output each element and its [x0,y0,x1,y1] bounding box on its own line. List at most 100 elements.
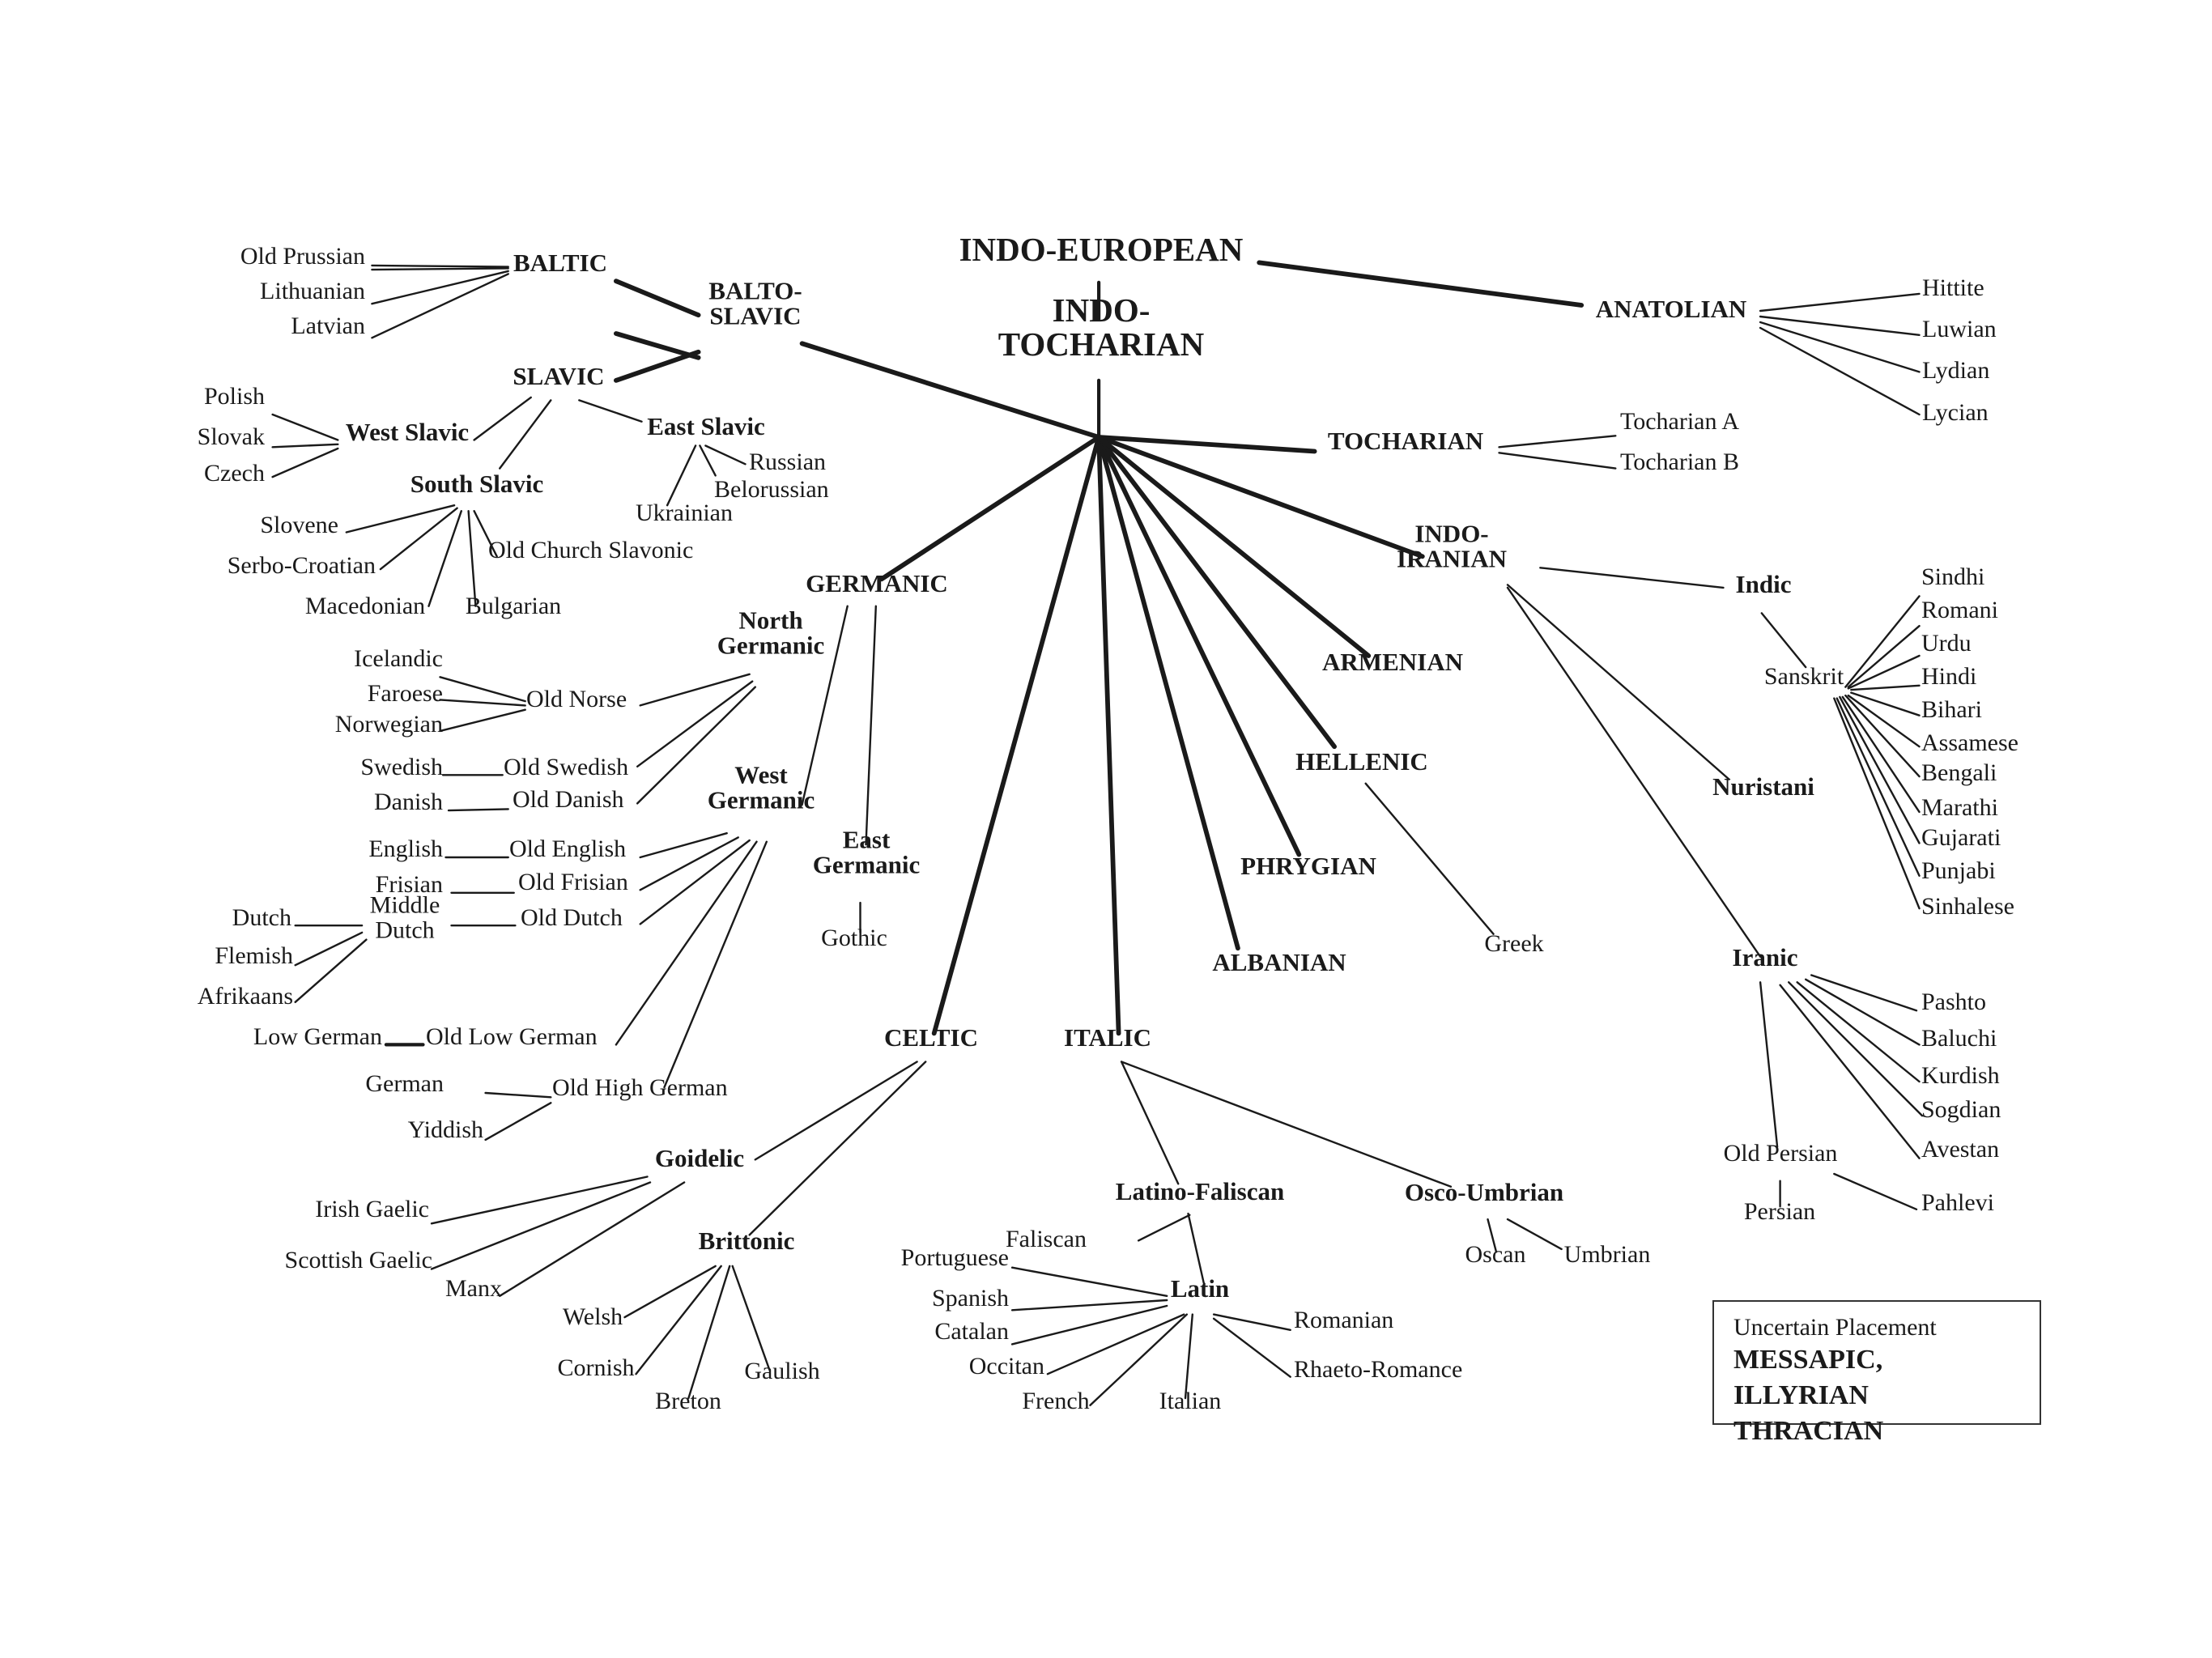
tree-edge [1833,1172,1918,1211]
node-north-germanic-line: North [738,606,802,635]
tree-edge [687,1265,731,1400]
node-east-germanic-line: East [843,826,891,854]
node-osco-umbrian: Osco-Umbrian [1405,1178,1563,1206]
tree-edge [1841,695,1921,814]
node-catalan: Catalan [934,1318,1009,1345]
tree-edge [1487,1218,1498,1253]
node-romanian: Romanian [1294,1307,1393,1333]
tree-edge [1096,435,1372,658]
tree-edge [1539,567,1725,589]
tree-edge [639,673,751,707]
tree-edge [1759,321,1921,373]
node-norwegian: Norwegian [335,711,443,738]
node-serbo-croatian: Serbo-Croatian [228,552,376,579]
uncertain-placement-line1: MESSAPIC, ILLYRIAN [1733,1345,1883,1410]
node-occitan: Occitan [969,1353,1044,1380]
node-greek: Greek [1484,930,1543,957]
node-italian: Italian [1159,1388,1222,1414]
tree-edge [473,510,498,558]
node-italic: ITALIC [1064,1023,1151,1052]
tree-edge [639,839,751,925]
node-nuristani: Nuristani [1712,772,1814,801]
node-indo-tocharian-line: INDO- [1053,291,1151,329]
tree-edge [371,264,509,268]
tree-edge [1137,1214,1191,1242]
node-latino-faliscan: Latino-Faliscan [1116,1177,1284,1205]
tree-edge [499,399,552,470]
node-marathi: Marathi [1921,794,1998,821]
uncertain-placement-title: Uncertain Placement [1733,1314,1937,1341]
tree-edge [294,931,364,967]
tree-edge [1498,435,1617,449]
tree-edge [614,349,701,383]
tree-edge [294,938,368,1004]
node-celtic: CELTIC [884,1023,978,1052]
node-urdu: Urdu [1921,630,1972,657]
node-indo-iranian-line: IRANIAN [1397,545,1507,573]
node-old-frisian: Old Frisian [518,869,628,895]
node-yiddish: Yiddish [408,1116,483,1143]
node-indo-iranian: INDO-IRANIAN [1397,520,1507,573]
tree-edge [1096,435,1337,750]
node-lycian: Lycian [1922,399,1989,426]
tree-edge [439,676,526,703]
tree-edge [439,708,526,733]
tree-labels: INDO-EUROPEANINDO-TOCHARIANANATOLIANHitt… [198,231,2018,1414]
tree-edge [1498,452,1617,470]
node-oscan: Oscan [1465,1241,1526,1268]
tree-edge [430,1181,652,1270]
node-gujarati: Gujarati [1921,824,2001,851]
tree-edge [1760,612,1807,669]
node-ukrainian: Ukrainian [636,500,733,526]
node-baluchi: Baluchi [1921,1025,1997,1052]
tree-edge [1844,595,1921,688]
tree-edge [1850,691,1921,716]
node-swedish: Swedish [360,754,443,780]
tree-edge [1759,981,1779,1148]
tree-edge [636,680,754,767]
tree-edge [371,267,509,271]
node-english: English [368,835,443,862]
tree-edge [1120,1061,1453,1188]
node-icelandic: Icelandic [354,645,443,672]
tree-edge [636,686,756,805]
tree-edge [799,341,1101,440]
node-old-low-german: Old Low German [426,1023,598,1050]
tree-edge [1796,981,1921,1083]
tree-edge [1847,625,1921,688]
node-old-danish: Old Danish [513,786,624,813]
uncertain-placement-box: Uncertain Placement MESSAPIC, ILLYRIAN T… [1712,1300,2041,1446]
node-scottish-gaelic: Scottish Gaelic [285,1247,432,1273]
node-low-german: Low German [253,1023,382,1050]
tree-edge [1787,981,1924,1117]
node-albanian: ALBANIAN [1212,948,1346,976]
tree-edge [1010,1304,1168,1346]
tree-edge [499,1181,686,1298]
tree-edge [1096,435,1302,857]
node-bihari: Bihari [1921,696,1982,723]
node-old-persian: Old Persian [1724,1140,1838,1167]
tree-edge [1804,978,1921,1046]
tree-edge [663,840,768,1089]
node-indo-tocharian: INDO-TOCHARIAN [998,291,1205,363]
node-tocharian-b: Tocharian B [1620,449,1739,475]
node-macedonian: Macedonian [305,593,425,619]
tree-edge [1096,435,1425,559]
node-hellenic: HELLENIC [1295,747,1428,776]
node-slovene: Slovene [260,512,338,538]
node-rhaeto-romance: Rhaeto-Romance [1294,1356,1462,1383]
node-pashto: Pashto [1921,988,1986,1015]
tree-edge [1836,697,1921,878]
tree-edge [1759,292,1921,312]
tree-edge [1257,260,1585,308]
node-old-high-german: Old High German [552,1074,728,1101]
tree-edge [1506,1218,1563,1251]
node-balto-slavic-line: BALTO- [708,277,802,305]
tree-edge [1847,694,1921,748]
tree-edge [371,273,509,339]
node-bulgarian: Bulgarian [466,593,561,619]
